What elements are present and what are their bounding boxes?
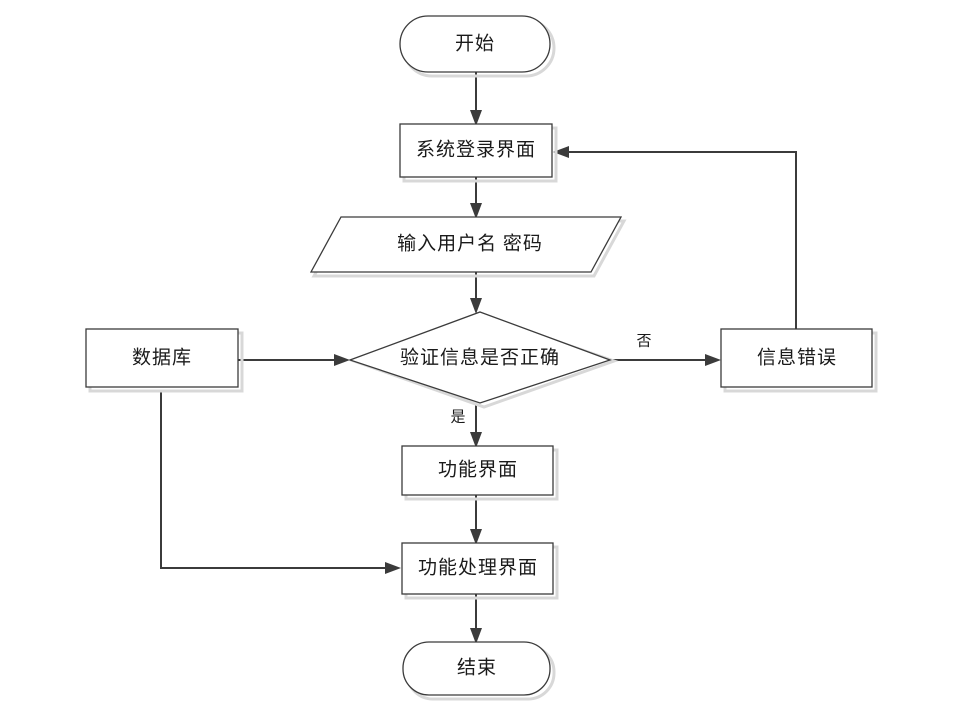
database-label: 数据库 bbox=[132, 346, 192, 368]
connector-decision-to-error bbox=[610, 354, 721, 366]
connector-login-to-input bbox=[470, 177, 482, 219]
edge-label-yes: 是 bbox=[450, 409, 465, 425]
connector-error-to-login bbox=[553, 146, 797, 329]
connector-process-to-end bbox=[470, 594, 482, 644]
start-shape bbox=[399, 15, 551, 73]
decision-label: 验证信息是否正确 bbox=[400, 346, 560, 368]
node-function[interactable]: 功能界面 bbox=[401, 445, 559, 501]
decision-shape bbox=[348, 311, 612, 404]
end-label: 结束 bbox=[457, 656, 497, 678]
node-start[interactable]: 开始 bbox=[399, 15, 556, 78]
node-process[interactable]: 功能处理界面 bbox=[401, 542, 559, 600]
input-shape bbox=[309, 216, 623, 273]
connector-layer bbox=[160, 72, 797, 644]
login-label: 系统登录界面 bbox=[416, 138, 536, 160]
connector-input-to-decision bbox=[470, 272, 482, 314]
database-shape bbox=[85, 328, 239, 388]
node-database[interactable]: 数据库 bbox=[85, 328, 244, 393]
start-label: 开始 bbox=[455, 32, 495, 54]
login-shape bbox=[399, 123, 553, 178]
node-end[interactable]: 结束 bbox=[402, 641, 556, 701]
function-label: 功能界面 bbox=[438, 458, 518, 480]
edge-label-no: 否 bbox=[636, 333, 651, 349]
end-shape bbox=[402, 641, 551, 696]
node-decision[interactable]: 验证信息是否正确 bbox=[348, 311, 619, 409]
connector-database-to-decision bbox=[238, 354, 350, 366]
error-shape bbox=[720, 328, 873, 388]
function-shape bbox=[401, 445, 554, 496]
input-label: 输入用户名 密码 bbox=[397, 232, 543, 254]
connector-function-to-process bbox=[470, 495, 482, 545]
error-label: 信息错误 bbox=[757, 346, 837, 368]
process-label: 功能处理界面 bbox=[418, 556, 538, 578]
node-error[interactable]: 信息错误 bbox=[720, 328, 878, 393]
connector-decision-to-function bbox=[470, 403, 482, 448]
connector-start-to-login bbox=[470, 72, 482, 126]
connector-database-to-process bbox=[160, 391, 401, 574]
node-login[interactable]: 系统登录界面 bbox=[399, 123, 558, 183]
process-shape bbox=[401, 542, 554, 595]
node-input[interactable]: 输入用户名 密码 bbox=[309, 216, 627, 278]
